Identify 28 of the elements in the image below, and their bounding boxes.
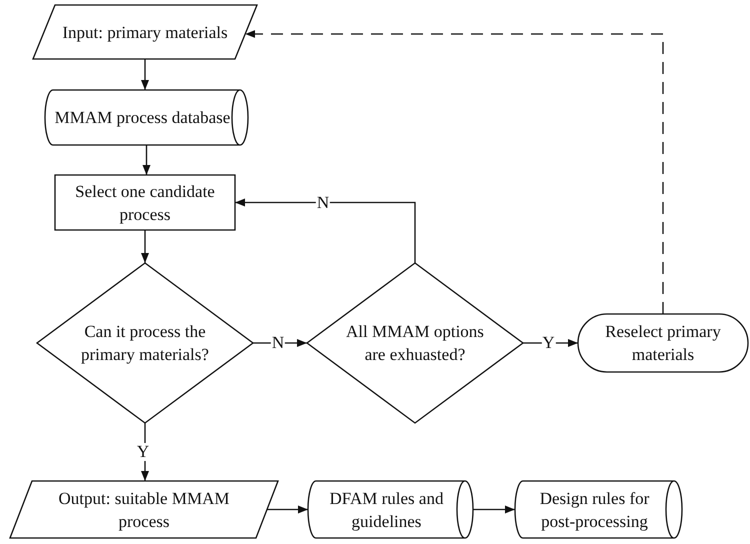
node-label: Input: primary materials <box>62 22 228 44</box>
arrow <box>235 198 416 263</box>
database-cylinder <box>515 481 682 538</box>
output-parallelogram <box>10 481 278 538</box>
arrow <box>473 506 515 514</box>
database-cylinder <box>308 481 473 538</box>
edge-label: Y <box>136 443 150 461</box>
arrow <box>523 339 578 347</box>
node-label: Can it process the primary materials? <box>80 321 210 366</box>
arrow <box>267 506 308 514</box>
process-box <box>55 175 235 230</box>
arrow <box>142 145 150 175</box>
node-label: Output: suitable MMAM process <box>58 488 230 532</box>
node-label: MMAM process database <box>54 107 230 129</box>
node-label: Select one candidate process <box>74 180 216 226</box>
input-parallelogram <box>33 5 257 59</box>
decision-diamond <box>307 263 523 423</box>
node-label: Reselect primary materials <box>604 321 722 366</box>
dashed-arrow <box>245 30 664 314</box>
node-label: Design rules for post-processing <box>538 488 650 532</box>
arrow <box>141 59 149 90</box>
node-label: All MMAM options are exhuasted? <box>345 321 485 366</box>
node-label: DFAM rules and guidelines <box>328 488 444 532</box>
decision-diamond <box>37 263 253 423</box>
arrow <box>141 423 149 481</box>
database-cylinder <box>45 90 248 145</box>
arrow <box>141 230 149 263</box>
terminal-box <box>578 314 748 372</box>
